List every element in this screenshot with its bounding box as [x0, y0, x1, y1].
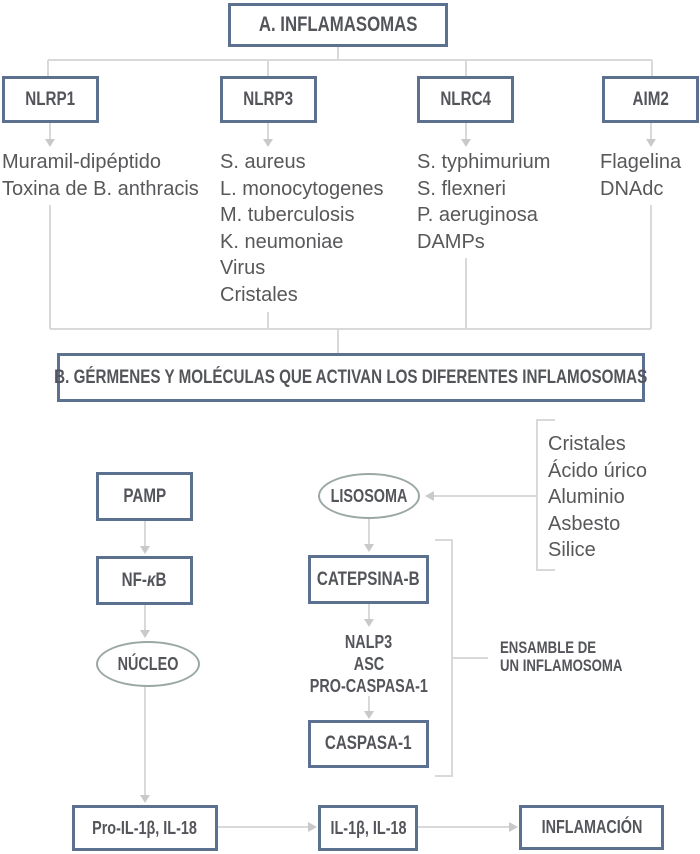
list-item: DNAdc: [600, 177, 664, 200]
nucleo-label: NÚCLEO: [117, 653, 179, 674]
nfkb-label: NF-κB: [122, 570, 167, 592]
caspasa-label: CASPASA-1: [325, 733, 412, 754]
inflamacion-box: INFLAMACIÓN: [519, 805, 664, 850]
list-item: Cristales: [548, 433, 626, 455]
list-item: Virus: [220, 257, 266, 279]
caspasa-box: CASPASA-1: [308, 720, 429, 768]
lisosoma-ellipse: LISOSOMA: [318, 473, 420, 519]
inflamacion-label: INFLAMACIÓN: [541, 817, 642, 837]
nlrp3-label: NLRP3: [243, 88, 294, 110]
complex-line: PRO-CASPASA-1: [309, 676, 429, 696]
il1b-label: IL-1β, IL-18: [330, 817, 407, 838]
nlrp1-box: NLRP1: [2, 76, 99, 123]
list-item: S. aureus: [220, 151, 306, 173]
nfkb-box: NF-κB: [96, 556, 193, 605]
complex-line: ASC: [353, 654, 385, 674]
list-item: Asbesto: [548, 512, 621, 535]
list-item: Cristales: [220, 283, 298, 306]
list-item: Flagelina: [600, 151, 682, 173]
list-item: L. monocytogenes: [220, 177, 384, 200]
nfkb-prefix: NF-: [122, 569, 148, 591]
il1b-box: IL-1β, IL-18: [318, 805, 418, 851]
lisosoma-label: LISOSOMA: [330, 485, 408, 506]
list-item: DAMPs: [417, 230, 485, 253]
nlrc4-box: NLRC4: [417, 76, 514, 123]
list-item: Muramil-dipéptido: [2, 151, 161, 173]
ensamble-label: ENSAMBLE DE UN INFLAMOSOMA: [500, 639, 653, 675]
complex-line: NALP3: [345, 632, 393, 652]
nlrc4-label: NLRC4: [440, 88, 491, 110]
nlrp3-box: NLRP3: [220, 76, 317, 123]
aim2-label: AIM2: [632, 88, 669, 110]
inflammasome-complex-text: NALP3 ASC PRO-CASPASA-1: [290, 631, 448, 697]
section-a-title: A. INFLAMASOMAS: [258, 13, 418, 36]
nfkb-kappa: κ: [147, 569, 156, 591]
nlrp3-activator-list: S. aureus L. monocytogenes M. tuberculos…: [220, 149, 383, 308]
list-item: P. aeruginosa: [417, 204, 538, 226]
catepsina-box: CATEPSINA-B: [308, 555, 429, 604]
ensamble-line-2: UN INFLAMOSOMA: [500, 656, 623, 675]
pamp-label: PAMP: [123, 485, 166, 507]
pro-il1b-label: Pro-IL-1β, IL-18: [92, 817, 198, 838]
aim2-box: AIM2: [602, 76, 699, 123]
pro-il1b-box: Pro-IL-1β, IL-18: [72, 805, 218, 851]
list-item: Aluminio: [548, 486, 625, 508]
nlrp1-label: NLRP1: [25, 88, 76, 110]
list-item: M. tuberculosis: [220, 204, 355, 226]
list-item: K. neumoniae: [220, 230, 344, 253]
lysosome-trigger-list: Cristales Ácido úrico Aluminio Asbesto S…: [548, 431, 647, 564]
nlrp1-activator-list: Muramil-dipéptido Toxina de B. anthracis: [2, 149, 199, 202]
nucleo-ellipse: NÚCLEO: [96, 641, 200, 687]
pamp-box: PAMP: [96, 472, 193, 521]
ensamble-line-1: ENSAMBLE DE: [500, 639, 597, 657]
list-item: S. typhimurium: [417, 151, 551, 173]
list-item: Silice: [548, 539, 596, 561]
aim2-activator-list: Flagelina DNAdc: [600, 149, 681, 202]
nlrc4-activator-list: S. typhimurium S. flexneri P. aeruginosa…: [417, 149, 550, 255]
section-a-title-box: A. INFLAMASOMAS: [228, 3, 448, 47]
list-item: Ácido úrico: [548, 459, 647, 482]
section-b-title-box: B. GÉRMENES Y MOLÉCULAS QUE ACTIVAN LOS …: [54, 353, 648, 402]
list-item: Toxina de B. anthracis: [2, 177, 199, 200]
arrowheads: [45, 139, 656, 832]
catepsina-label: CATEPSINA-B: [317, 568, 420, 590]
section-b-title: B. GÉRMENES Y MOLÉCULAS QUE ACTIVAN LOS …: [54, 366, 648, 388]
nfkb-suffix: B: [155, 569, 167, 591]
list-item: S. flexneri: [417, 177, 506, 200]
